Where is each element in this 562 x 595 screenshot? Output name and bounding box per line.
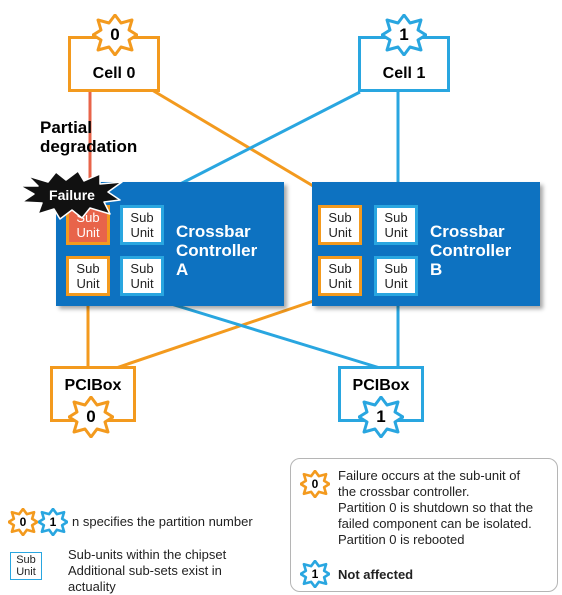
- legend-subunits-text: Sub-units within the chipset Additional …: [68, 547, 227, 594]
- wire-crossbarA-to-pcibox1: [144, 294, 381, 370]
- partition-0-badge-icon: 0: [92, 14, 138, 56]
- crossbar-a-label: Crossbar Controller A: [176, 222, 258, 279]
- cell-0-label: Cell 0: [92, 65, 136, 82]
- panel-partition-1-icon: 1: [300, 560, 330, 588]
- pcibox-1-badge-icon: 1: [358, 396, 404, 438]
- crossbar-b-label: Crossbar Controller B: [430, 222, 512, 279]
- pcibox-0-badge-icon: 0: [68, 396, 114, 438]
- partition-0-number: 0: [110, 25, 120, 44]
- panel-not-affected: Not affected: [338, 567, 414, 582]
- cell-1-label: Cell 1: [382, 65, 426, 82]
- partition-1-badge-icon: 1: [381, 14, 427, 56]
- partial-degradation-label: Partial degradation: [40, 118, 138, 156]
- panel-partition-0-icon: 0: [300, 470, 330, 498]
- pcibox-1-label: PCIBox: [352, 377, 410, 394]
- panel-partition-1-number: 1: [311, 567, 319, 581]
- legend-partition-0-number: 0: [19, 515, 27, 529]
- wire-crossbarB-to-pcibox0: [115, 290, 341, 370]
- failure-burst-icon: Failure: [19, 170, 124, 220]
- legend-partition-0-icon: 0: [8, 508, 38, 536]
- pcibox-0-number: 0: [86, 407, 96, 426]
- pcibox-0-label: PCIBox: [64, 377, 122, 394]
- legend-partition-text: n specifies the partition number: [72, 514, 253, 529]
- legend-partition-1-icon: 1: [38, 508, 68, 536]
- panel-partition-0-number: 0: [311, 477, 319, 491]
- panel-failure-description: Failure occurs at the sub-unit of the cr…: [338, 468, 534, 547]
- failure-label: Failure: [49, 187, 95, 203]
- pcibox-1-number: 1: [376, 407, 386, 426]
- wire-cell0-to-crossbarB: [151, 88, 341, 204]
- legend-partition-1-number: 1: [49, 515, 57, 529]
- partition-1-number: 1: [399, 25, 409, 44]
